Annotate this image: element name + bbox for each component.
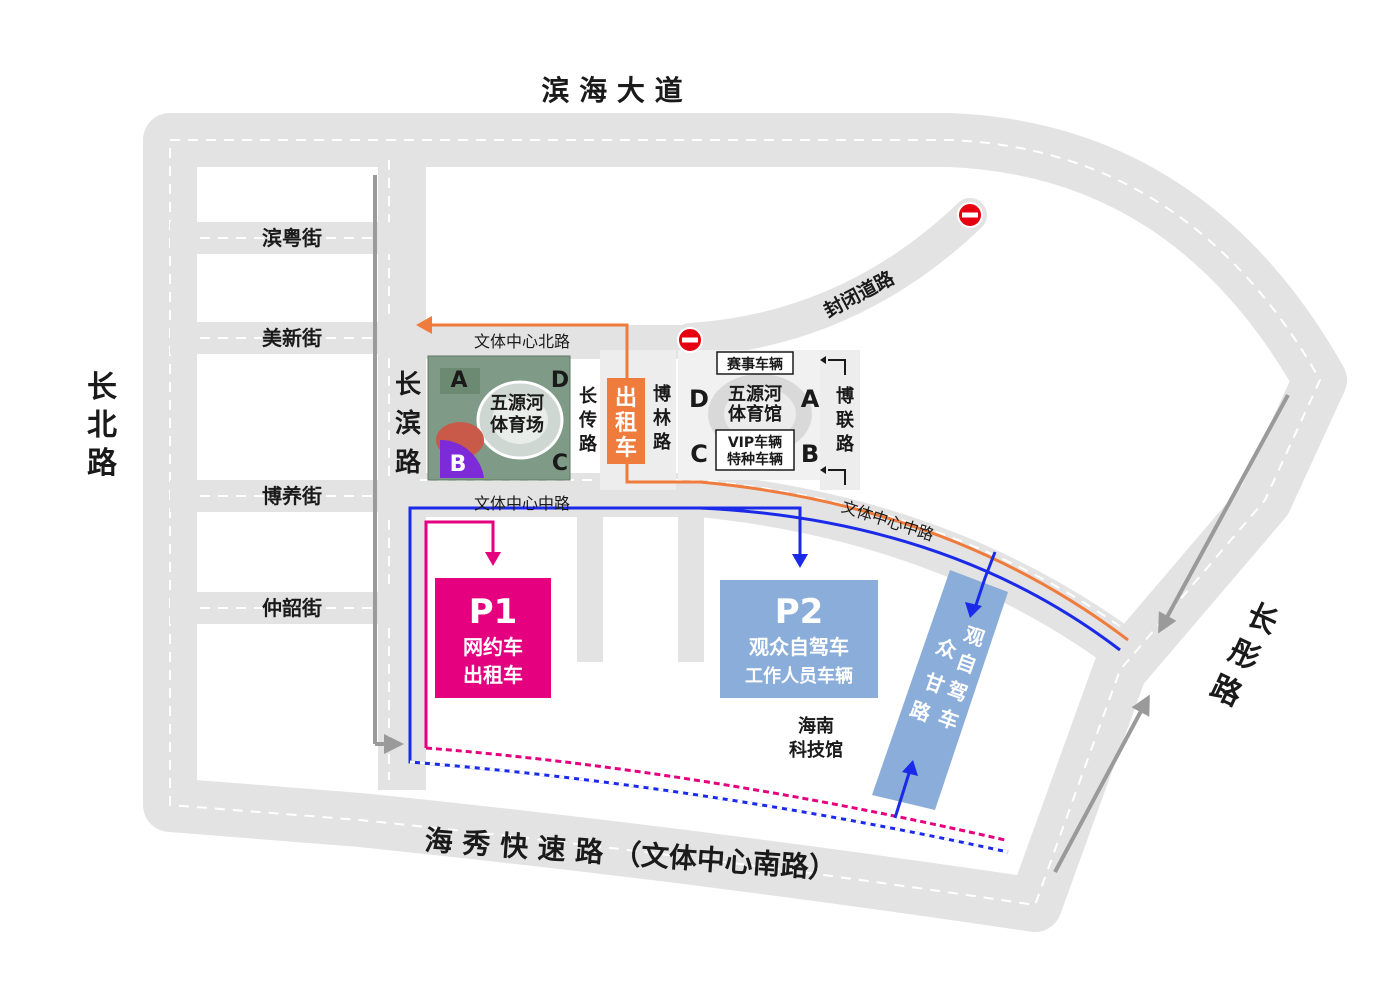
stadium-name-2: 体育场: [490, 414, 544, 436]
road-label-left-1: 长: [87, 370, 117, 405]
taxi-lane-label: 出 租 车: [615, 386, 637, 461]
p1-route: [424, 520, 495, 748]
lane-arrow-up: [902, 760, 918, 776]
parking-p2[interactable]: P2 观众自驾车 工作人员车辆: [720, 580, 878, 698]
road-network: [143, 113, 1347, 932]
street-labels: 滨粤街 美新街 博养街 仲韶街: [262, 226, 322, 620]
no-entry-icon: [957, 202, 983, 228]
bolin-road-3: 路: [653, 431, 672, 453]
stadium-name-1: 五源河: [490, 392, 544, 414]
road-label-left-2: 北: [87, 408, 117, 443]
changbin-road-1: 长: [395, 370, 422, 400]
gym-name-1: 五源河: [728, 383, 782, 405]
left-streets: [170, 222, 390, 624]
bolian-road-1: 博: [836, 385, 854, 407]
stadium-gate-d: D: [551, 368, 569, 393]
lane-arrow-down: [965, 602, 982, 618]
changbin-road-3: 路: [395, 447, 422, 478]
p2-line1: 观众自驾车: [749, 635, 849, 659]
changchuan-road-3: 路: [579, 433, 598, 455]
bolin-road-2: 林: [653, 407, 671, 429]
blue-arrow-to-p2: [792, 554, 808, 568]
p1-line1: 网约车: [463, 635, 523, 659]
changchuan-road-1: 长: [579, 386, 598, 407]
direction-arrow-icon: [373, 175, 1290, 873]
no-entry-icon: [677, 327, 703, 353]
gym-event-vehicles: 赛事车辆: [726, 356, 783, 373]
p2-title: P2: [775, 592, 824, 632]
stadium-block: [427, 355, 571, 481]
street-label-zhongshao: 仲韶街: [262, 596, 322, 620]
taxi-route: [425, 323, 1129, 642]
museum-label: 海南 科技馆: [789, 715, 843, 761]
taxi-lane-3: 车: [615, 435, 637, 461]
gym-vip-vehicles: VIP车辆: [728, 434, 782, 451]
gym-name-2: 体育馆: [728, 403, 782, 425]
bolian-road-2: 联: [836, 410, 854, 431]
stadium-labels: 五源河 体育场 A D C B: [450, 368, 570, 477]
road-label-left-3: 路: [87, 446, 118, 481]
bolin-road-1: 博: [653, 383, 671, 405]
p1-line2: 出租车: [463, 663, 523, 687]
street-label-binyue: 滨粤街: [262, 226, 322, 250]
taxi-lane-box: [607, 378, 645, 464]
parking-p1[interactable]: P1 网约车 出租车: [435, 578, 551, 698]
taxi-lane-1: 出: [615, 386, 637, 411]
taxi-lane-2: 租: [615, 411, 637, 436]
changchuan-road-2: 传: [578, 409, 597, 431]
gym-gate-d: D: [689, 385, 709, 413]
stadium-gate-b: B: [450, 452, 467, 477]
museum-line2: 科技馆: [789, 739, 843, 761]
road-label-right-3: 路: [1205, 669, 1248, 714]
gym-gate-c: C: [690, 440, 708, 468]
bolian-road-3: 路: [836, 433, 855, 455]
street-label-meixin: 美新街: [262, 326, 322, 350]
road-label-right-2: 彤: [1223, 633, 1265, 677]
north-center-road-label: 文体中心北路: [474, 332, 570, 351]
gate-b-badge: [440, 439, 484, 478]
closed-road: [673, 198, 987, 357]
gym-gate-b: B: [801, 440, 819, 468]
gym-labels: 赛事车辆 五源河 体育馆 VIP车辆 特种车辆 D A C B: [689, 356, 820, 468]
spectator-lane: [872, 551, 1008, 819]
gym-gate-a: A: [801, 385, 820, 413]
museum-line1: 海南: [798, 715, 834, 737]
road-label-right-1: 长: [1241, 597, 1283, 641]
road-label-top: 滨 海 大 道: [541, 74, 682, 107]
turn-arrow-icon: [820, 356, 846, 485]
street-label-boyang: 博养街: [262, 484, 322, 508]
stadium-gate-c: C: [552, 451, 568, 476]
changbin-road-2: 滨: [395, 408, 421, 439]
p2-line2: 工作人员车辆: [745, 665, 853, 687]
mid-center-road-label-left: 文体中心中路: [474, 494, 570, 513]
taxi-route-arrowhead: [416, 316, 432, 334]
stadium-gate-a: A: [450, 368, 467, 393]
gym-special-vehicles: 特种车辆: [727, 451, 783, 468]
p1-title: P1: [469, 592, 518, 632]
